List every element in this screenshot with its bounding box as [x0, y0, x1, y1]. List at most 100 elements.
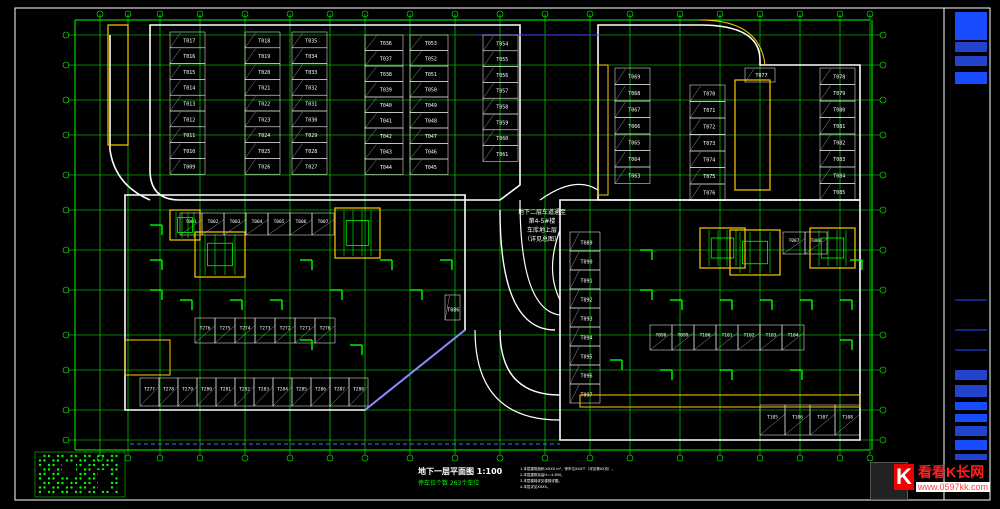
key-plan-dot [88, 463, 91, 467]
stall-label: T045 [425, 165, 437, 171]
parking-stall [744, 67, 776, 83]
stair-core [107, 24, 129, 146]
key-plan-dot [79, 463, 82, 467]
axis-bubble [626, 10, 634, 18]
key-plan-dot [110, 459, 114, 462]
key-plan-dot [97, 459, 100, 462]
stall-label: T016 [183, 54, 195, 60]
stall-hatch [614, 68, 626, 85]
key-plan-dot [106, 490, 109, 494]
title-block [943, 7, 991, 501]
stall-label: T012 [183, 117, 195, 123]
stall-label: T051 [425, 72, 437, 78]
key-plan-dot [43, 486, 46, 489]
axis-bubble [586, 10, 594, 18]
stall-label: T048 [425, 119, 437, 125]
stall-label: T085 [833, 190, 845, 196]
stall-hatch [781, 332, 805, 351]
stall-hatch [482, 146, 494, 162]
note-line: 4.本层详见XXXX。 [520, 485, 551, 489]
key-plan-dot [110, 486, 114, 489]
stair-core [699, 227, 746, 269]
stall-hatch [194, 325, 216, 344]
key-plan-dot [79, 477, 82, 480]
stall-label: T054 [496, 41, 508, 47]
watermark-brand: 看看K长网 [918, 464, 985, 480]
key-plan-dot [65, 459, 69, 462]
stall-hatch [569, 232, 580, 252]
stall-label: T023 [258, 117, 270, 123]
parking-stall [614, 166, 651, 184]
stall-hatch [169, 143, 181, 159]
ramp-note-line-2: 第4-5#楼 [528, 218, 556, 225]
stall-label: T022 [258, 101, 270, 107]
stall-hatch [291, 48, 303, 64]
stall-label: T082 [833, 141, 845, 147]
stall-hatch [274, 325, 296, 344]
key-plan-dot [92, 459, 96, 462]
axis-bubble [156, 10, 164, 18]
key-plan-dot [61, 490, 64, 494]
key-plan-dot [47, 463, 51, 467]
axis-bubble [676, 454, 684, 462]
stall-hatch [671, 332, 695, 351]
stall-hatch [291, 96, 303, 112]
stall-hatch [291, 127, 303, 143]
stall-label: T270 [320, 325, 331, 331]
stall-label: T013 [183, 101, 195, 107]
stall-label: T034 [305, 54, 317, 60]
stall-label: T073 [703, 141, 715, 147]
stall-label: T056 [496, 73, 508, 79]
stall-label: T273 [260, 325, 271, 331]
axis-bubble [756, 10, 764, 18]
stall-label: T288 [353, 387, 364, 393]
axis-bubble [241, 10, 249, 18]
stall-hatch [409, 66, 422, 82]
stall-hatch [819, 184, 831, 201]
stall-label: T004 [252, 219, 263, 225]
ramp-curve [499, 329, 561, 396]
stall-hatch [244, 48, 256, 64]
stall-hatch [169, 159, 181, 175]
axis-bubble [866, 10, 874, 18]
stall-label: T063 [628, 174, 640, 180]
stall-hatch [139, 386, 160, 407]
stall-labels: T017T016T015T014T013T012T011T010T009T018… [144, 38, 853, 420]
stall-label: T286 [315, 387, 326, 393]
axis-bubble [62, 61, 70, 69]
stall-label: T272 [280, 325, 291, 331]
stall-hatch [364, 113, 377, 129]
stall-label: T005 [274, 219, 285, 225]
axis-bubble [124, 10, 132, 18]
core-details [34, 24, 863, 498]
stair-core [169, 209, 201, 241]
stall-hatch [569, 251, 580, 271]
stall-hatch [409, 35, 422, 51]
stall-hatch [253, 386, 274, 407]
note-line: 3.本层楼梯详见楼梯详图。 [520, 479, 562, 483]
stall-hatch [649, 332, 673, 351]
stall-hatch [291, 32, 303, 48]
stall-label: T042 [380, 134, 392, 140]
stall-hatch [234, 325, 256, 344]
axis-bubble [62, 286, 70, 294]
stall-label: T278 [163, 387, 174, 393]
key-plan-dot [83, 472, 87, 476]
stall-hatch [689, 168, 701, 185]
key-plan-dot [52, 486, 55, 489]
stall-hatch [267, 219, 291, 236]
stall-hatch [244, 127, 256, 143]
stall-label: T053 [425, 41, 437, 47]
axis-bubble [124, 454, 132, 462]
key-plan-dot [70, 454, 73, 458]
stall-label: T065 [628, 141, 640, 147]
key-plan-dot [47, 477, 51, 480]
stall-label: T057 [496, 89, 508, 95]
stall-label: T047 [425, 134, 437, 140]
stall-hatch [169, 111, 181, 127]
stall-label: T064 [628, 157, 640, 163]
parking-stall [348, 377, 369, 407]
stall-label: T011 [183, 133, 195, 139]
axis-bubble [756, 454, 764, 462]
stall-hatch [482, 67, 494, 83]
